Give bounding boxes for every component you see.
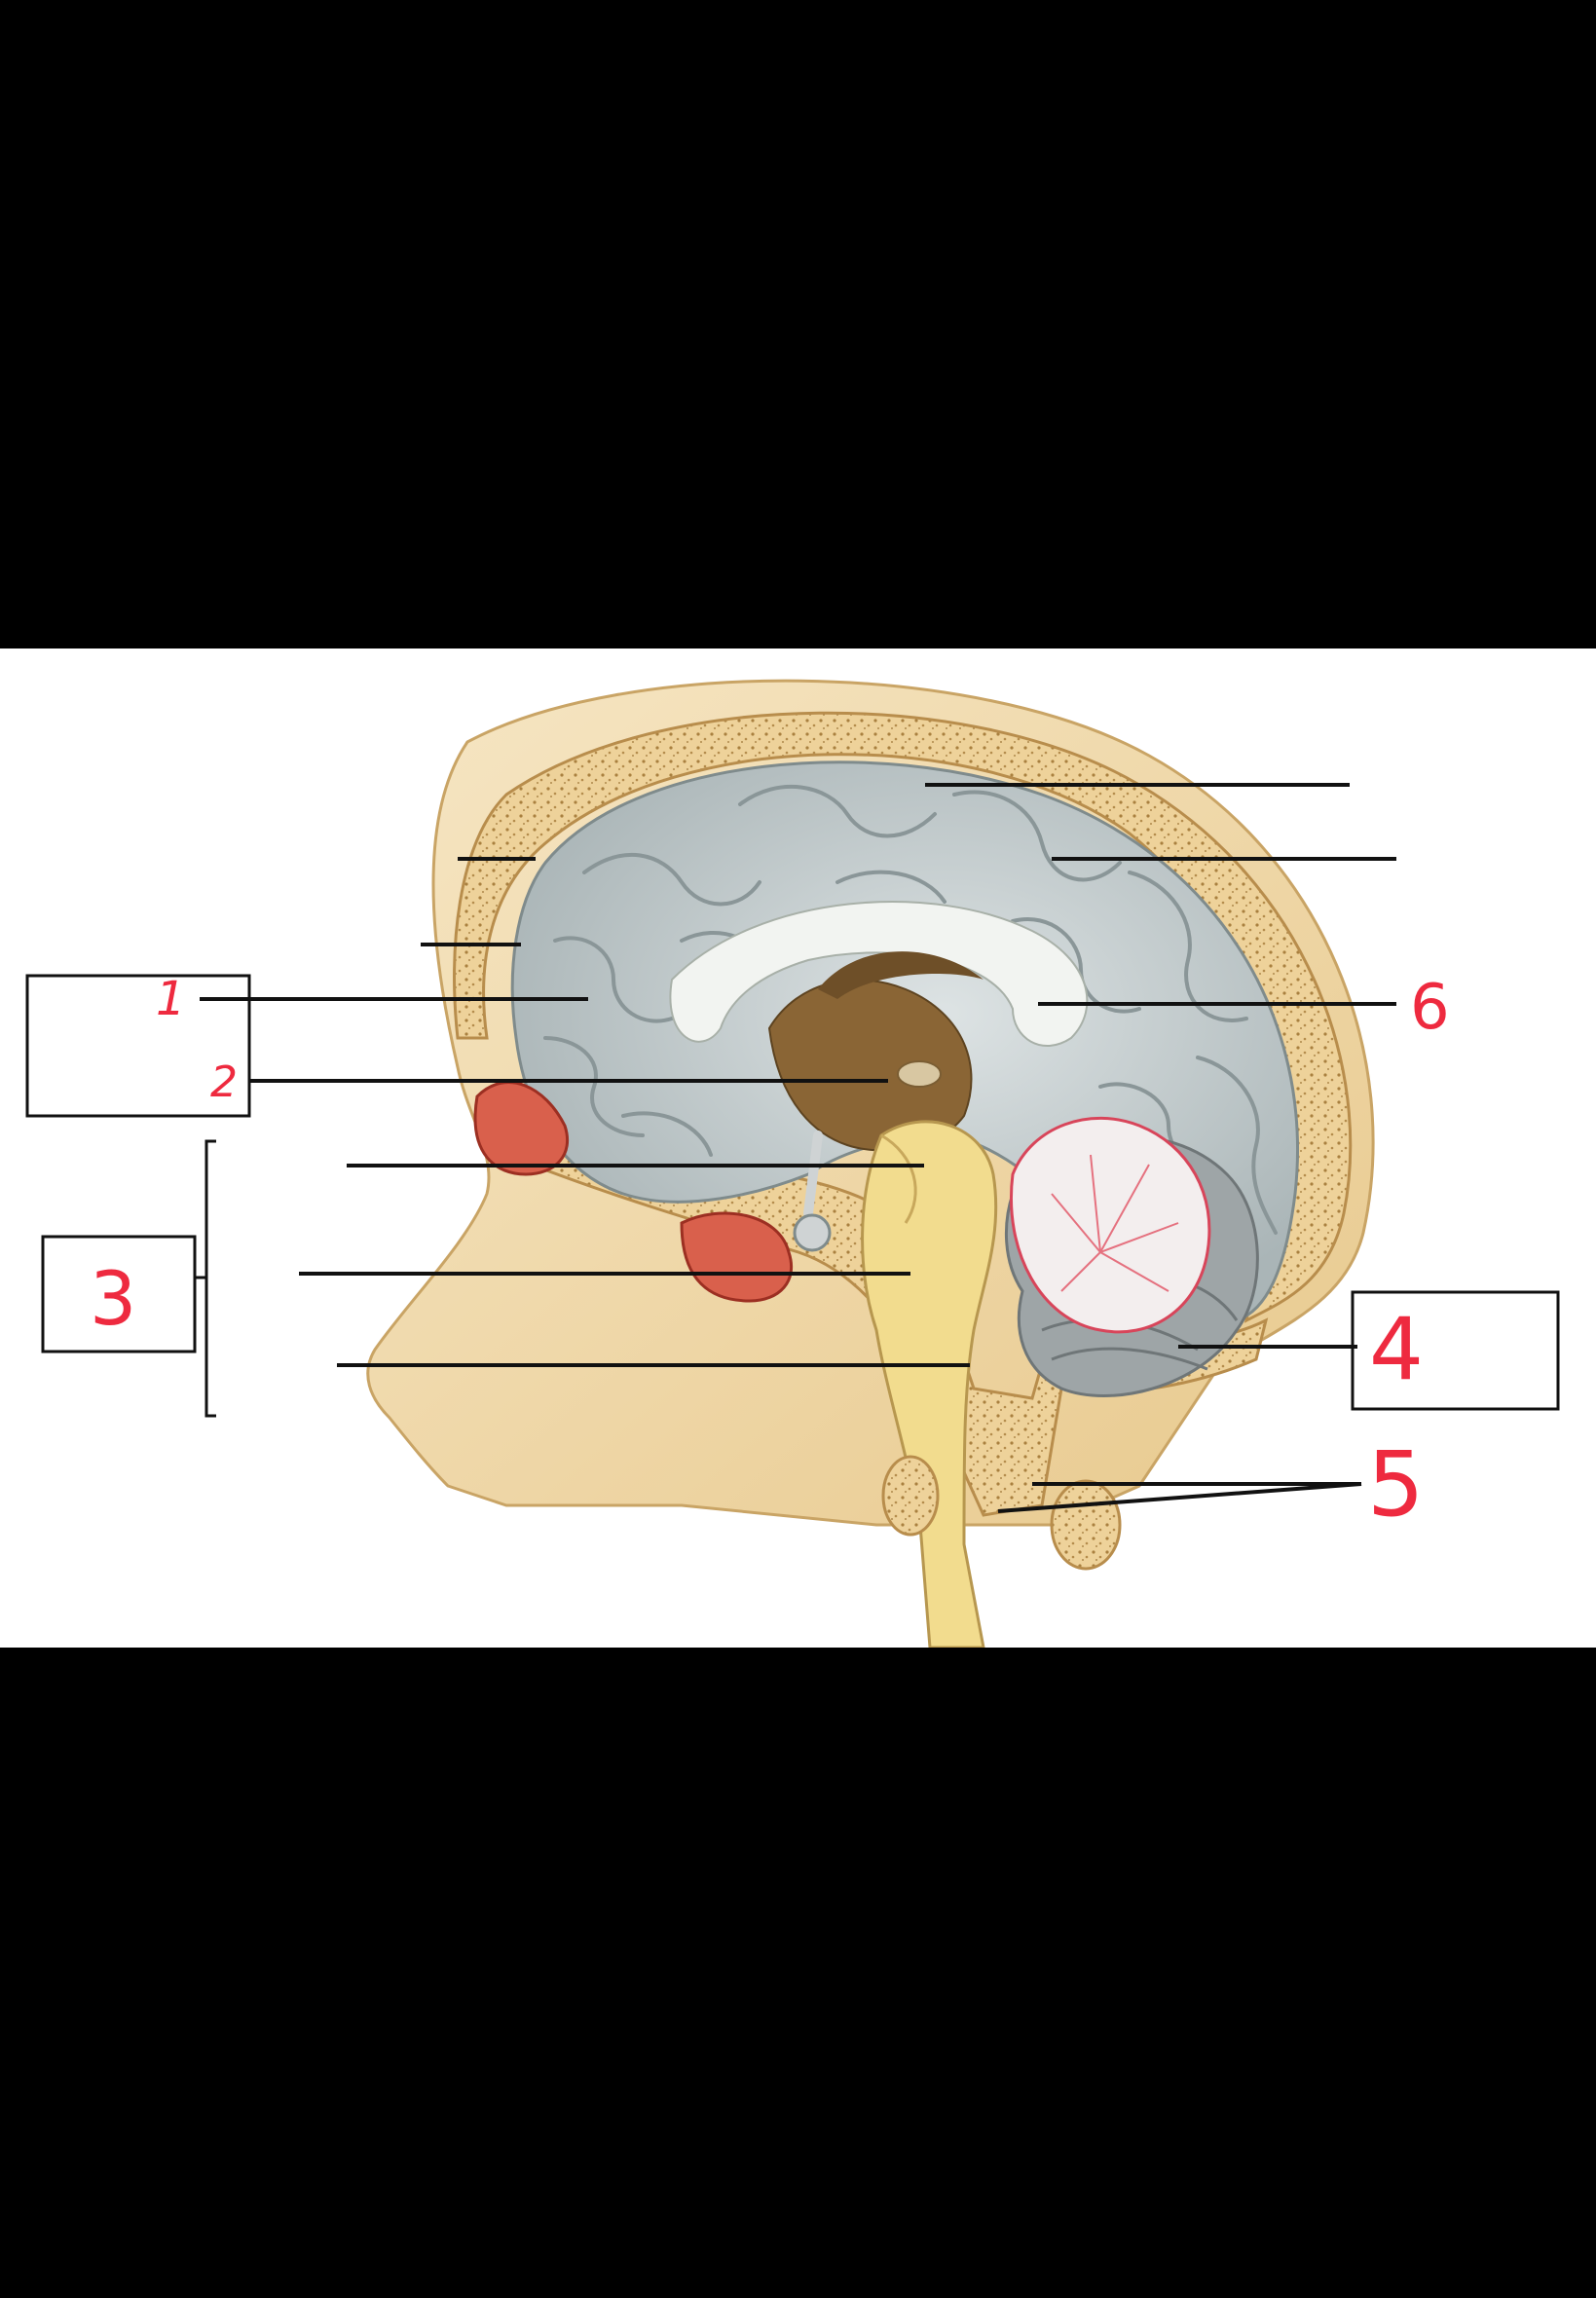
answer-box-1-2 (25, 974, 251, 1118)
frontal-sinus (473, 1081, 570, 1176)
diagram-canvas: 1 2 3 4 5 6 (0, 649, 1596, 1648)
annotation-label-2: 2 (210, 1057, 238, 1107)
top-black-band (0, 0, 1596, 649)
annotation-label-3: 3 (90, 1255, 136, 1342)
corpus-callosum (669, 901, 1089, 1048)
pituitary-gland (793, 1130, 832, 1252)
annotation-label-6: 6 (1410, 972, 1450, 1044)
annotation-numbers: 1 2 3 4 5 6 (90, 972, 1450, 1537)
label-boxes (25, 974, 1560, 1418)
bracket-3 (195, 1139, 216, 1418)
diencephalon (767, 951, 984, 1152)
brain-sagittal-diagram: 1 2 3 4 5 6 (25, 679, 1560, 1648)
answer-box-3 (41, 1235, 197, 1353)
leader-line (997, 1482, 1362, 1513)
cerebellum (1005, 1116, 1259, 1397)
annotation-label-5: 5 (1367, 1432, 1425, 1537)
sphenoid-sinus (680, 1211, 794, 1303)
leader-lines (200, 783, 1396, 1513)
annotation-label-4: 4 (1369, 1299, 1424, 1399)
answer-box-4 (1351, 1290, 1560, 1411)
bottom-black-band (0, 1648, 1596, 2298)
brainstem (861, 1120, 998, 1648)
annotation-label-1: 1 (156, 972, 186, 1026)
